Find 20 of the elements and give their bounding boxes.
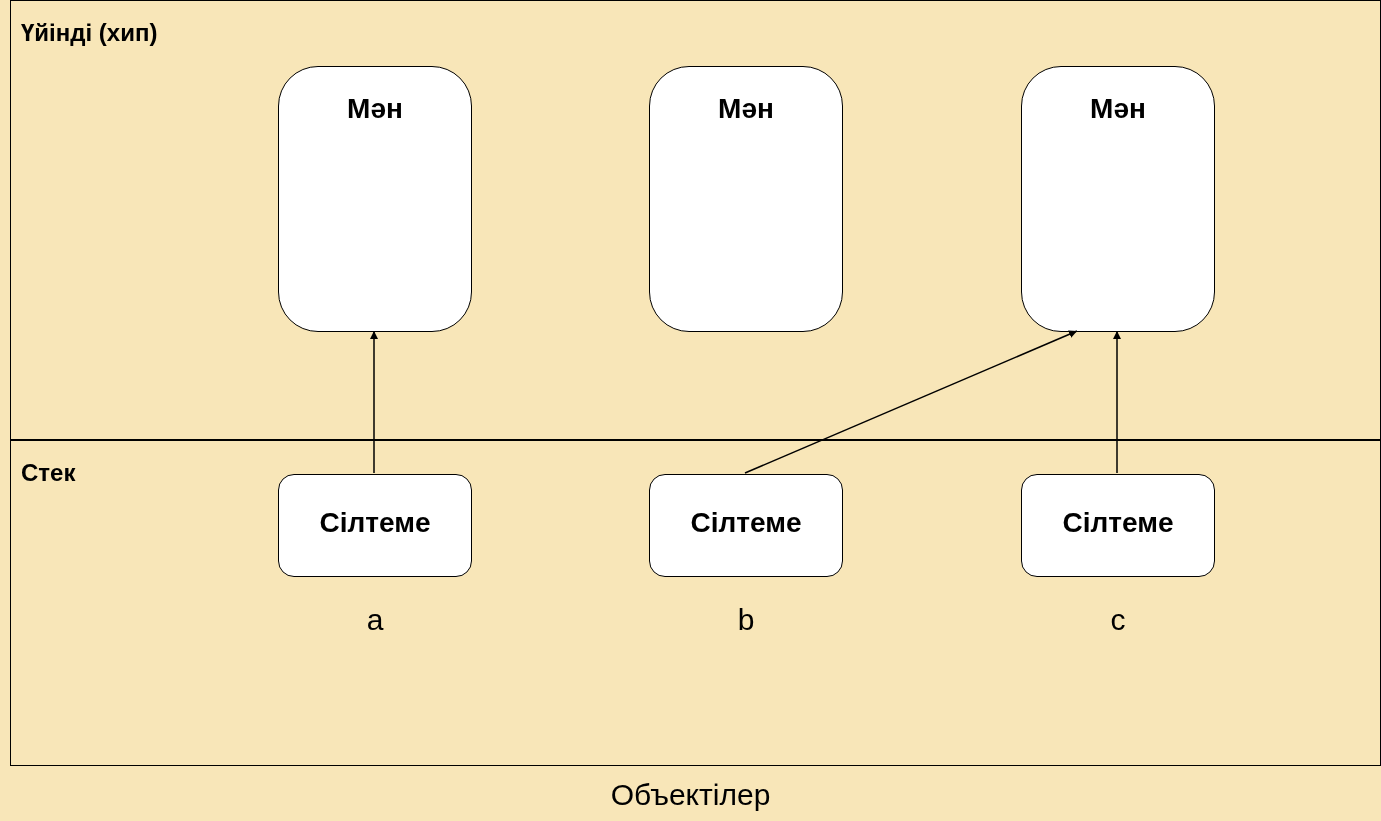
box-label: Мән xyxy=(717,93,775,125)
variable-name: c xyxy=(1109,605,1127,635)
panel-title: Стек xyxy=(21,459,76,487)
box-label: Сілтеме xyxy=(318,507,432,539)
panel-title: Үйінді (хип) xyxy=(21,19,158,47)
arrow xyxy=(1113,330,1121,474)
arrow xyxy=(744,330,1078,474)
value-box xyxy=(649,66,843,332)
memory-panel xyxy=(10,0,1381,440)
variable-name: a xyxy=(365,605,385,635)
variable-name: b xyxy=(736,605,756,635)
caption: Объектілер xyxy=(609,778,772,812)
box-label: Сілтеме xyxy=(689,507,803,539)
box-label: Мән xyxy=(1089,93,1147,125)
box-label: Сілтеме xyxy=(1061,507,1175,539)
memory-panel xyxy=(10,440,1381,766)
value-box xyxy=(1021,66,1215,332)
arrow xyxy=(370,330,378,474)
box-label: Мән xyxy=(346,93,404,125)
value-box xyxy=(278,66,472,332)
